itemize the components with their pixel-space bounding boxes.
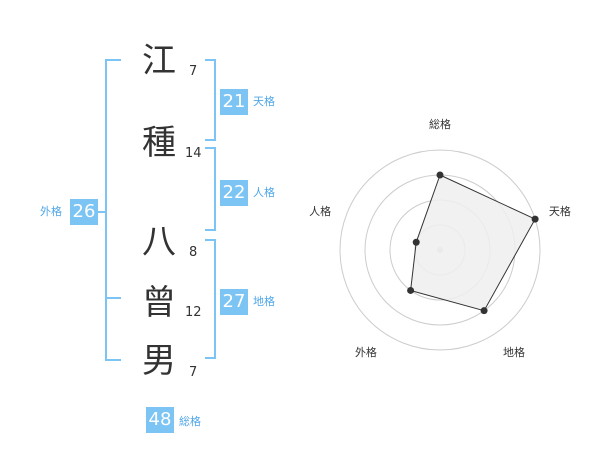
name-char-4: 曾 — [142, 283, 176, 323]
radar-axis-label: 天格 — [549, 204, 571, 218]
radar-point — [531, 215, 539, 223]
radar-point — [436, 171, 444, 179]
soukaku-label: 総格 — [179, 415, 201, 428]
gaikaku-label: 外格 — [40, 205, 62, 218]
radar-ring — [339, 149, 541, 351]
gaikaku-value-badge: 26 — [70, 199, 98, 225]
name-char-2: 種 — [142, 123, 176, 163]
radar-axis-label: 人格 — [309, 204, 331, 218]
stroke-count-4: 12 — [185, 305, 202, 320]
radar-point — [480, 307, 488, 315]
chikaku-label: 地格 — [253, 295, 275, 308]
radar-axis-label: 地格 — [503, 345, 525, 359]
stroke-count-5: 7 — [189, 365, 198, 380]
name-char-5: 男 — [142, 341, 176, 381]
chikaku-value-badge: 27 — [220, 289, 248, 315]
radar-point — [407, 286, 415, 294]
name-char-3: 八 — [142, 222, 176, 262]
tenkaku-value-badge: 21 — [220, 89, 248, 115]
name-char-1: 江 — [142, 41, 176, 81]
radar-point — [412, 238, 420, 246]
jinkaku-label: 人格 — [253, 186, 275, 199]
radar-polygon — [410, 174, 536, 312]
stroke-count-2: 14 — [185, 146, 202, 161]
tenkaku-label: 天格 — [253, 95, 275, 108]
radar-axis-label: 外格 — [355, 345, 377, 359]
jinkaku-value-badge: 22 — [220, 180, 248, 206]
stroke-count-3: 8 — [189, 245, 198, 260]
stroke-count-1: 7 — [189, 64, 198, 79]
soukaku-value-badge: 48 — [146, 407, 174, 433]
radar-axis-label: 総格 — [429, 117, 451, 131]
